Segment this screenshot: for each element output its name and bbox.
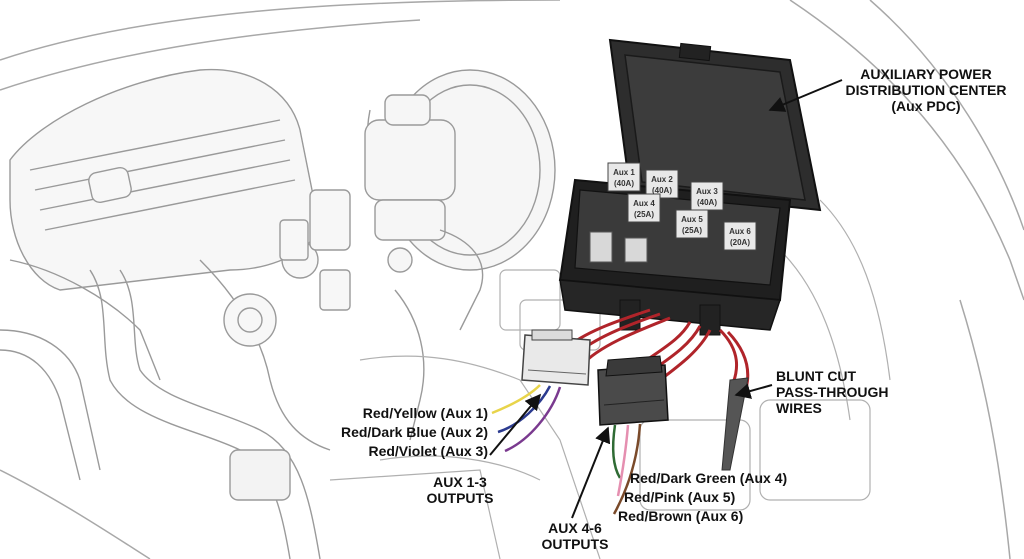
wire-aux5 — [616, 424, 630, 497]
relay-aux2-rating: (40A) — [652, 186, 672, 195]
relay-aux5-rating: (25A) — [682, 226, 702, 235]
aux-4-6-outputs-label: AUX 4-6 OUTPUTS — [520, 520, 630, 552]
relay-group: Aux 1 (40A) Aux 2 (40A) Aux 3 (40A) Aux … — [607, 162, 757, 251]
wire-label-aux6: Red/Brown (Aux 6) — [618, 508, 744, 524]
relay-aux1-rating: (40A) — [614, 179, 634, 188]
bay-details — [329, 199, 891, 559]
wire-label-aux1: Red/Yellow (Aux 1) — [362, 405, 488, 421]
aux46-leader — [571, 426, 611, 519]
wire-label-aux2: Red/Dark Blue (Aux 2) — [340, 424, 488, 440]
pdc-callout-line2: DISTRIBUTION CENTER — [845, 82, 1007, 98]
pdc-leader — [768, 79, 843, 112]
brake-booster — [364, 69, 556, 331]
wire-aux1 — [491, 384, 541, 415]
relay-aux1: Aux 1 (40A) — [607, 162, 641, 192]
relay-aux1-name: Aux 1 — [613, 168, 635, 177]
aux-1-3-outputs-label: AUX 1-3 OUTPUTS — [410, 474, 510, 506]
aux13-line1: AUX 1-3 — [433, 474, 487, 490]
blunt-leader — [734, 383, 773, 399]
relay-aux5-name: Aux 5 — [681, 215, 703, 224]
relay-aux5: Aux 5 (25A) — [675, 209, 709, 239]
blunt-callout-line2: PASS-THROUGH — [776, 384, 889, 400]
relay-aux4: Aux 4 (25A) — [627, 193, 661, 223]
callout-leaders — [489, 79, 843, 519]
blunt-cut-callout: BLUNT CUT PASS-THROUGH WIRES — [776, 368, 889, 416]
hoses — [0, 109, 425, 559]
relay-aux2: Aux 2 (40A) — [645, 169, 679, 199]
aux46-line2: OUTPUTS — [541, 536, 609, 552]
wire-aux6 — [612, 423, 642, 515]
relay-aux3: Aux 3 (40A) — [690, 181, 724, 211]
relay-aux2-name: Aux 2 — [651, 175, 673, 184]
wire-label-aux5: Red/Pink (Aux 5) — [624, 489, 736, 505]
aux46-line1: AUX 4-6 — [548, 520, 602, 536]
pdc-callout-line3: (Aux PDC) — [891, 98, 961, 114]
relay-aux3-name: Aux 3 — [696, 187, 718, 196]
aux13-leader — [489, 393, 542, 456]
wire-label-aux4: Red/Dark Green (Aux 4) — [630, 470, 788, 486]
relay-aux4-rating: (25A) — [634, 210, 654, 219]
wire-aux4 — [611, 424, 622, 479]
wire-label-aux3: Red/Violet (Aux 3) — [368, 443, 488, 459]
relay-aux6-name: Aux 6 — [729, 227, 751, 236]
connector-aux-4-6 — [597, 355, 669, 426]
relay-aux3-rating: (40A) — [697, 198, 717, 207]
connector-aux-1-3 — [521, 329, 591, 386]
blunt-callout-line1: BLUNT CUT — [776, 368, 857, 384]
relay-aux4-name: Aux 4 — [633, 199, 655, 208]
wire-aux3 — [504, 386, 562, 453]
aux13-line2: OUTPUTS — [426, 490, 494, 506]
relay-aux6: Aux 6 (20A) — [723, 221, 757, 251]
engine-block — [9, 68, 351, 451]
pdc-callout-line1: AUXILIARY POWER — [860, 66, 992, 82]
relay-aux6-rating: (20A) — [730, 238, 750, 247]
aux-pdc-box — [558, 38, 822, 336]
wire-aux2 — [497, 385, 552, 434]
pdc-callout: AUXILIARY POWER DISTRIBUTION CENTER (Aux… — [838, 66, 1014, 114]
blunt-callout-line3: WIRES — [776, 400, 822, 416]
blunt-cut-wire-bundle — [721, 377, 749, 471]
